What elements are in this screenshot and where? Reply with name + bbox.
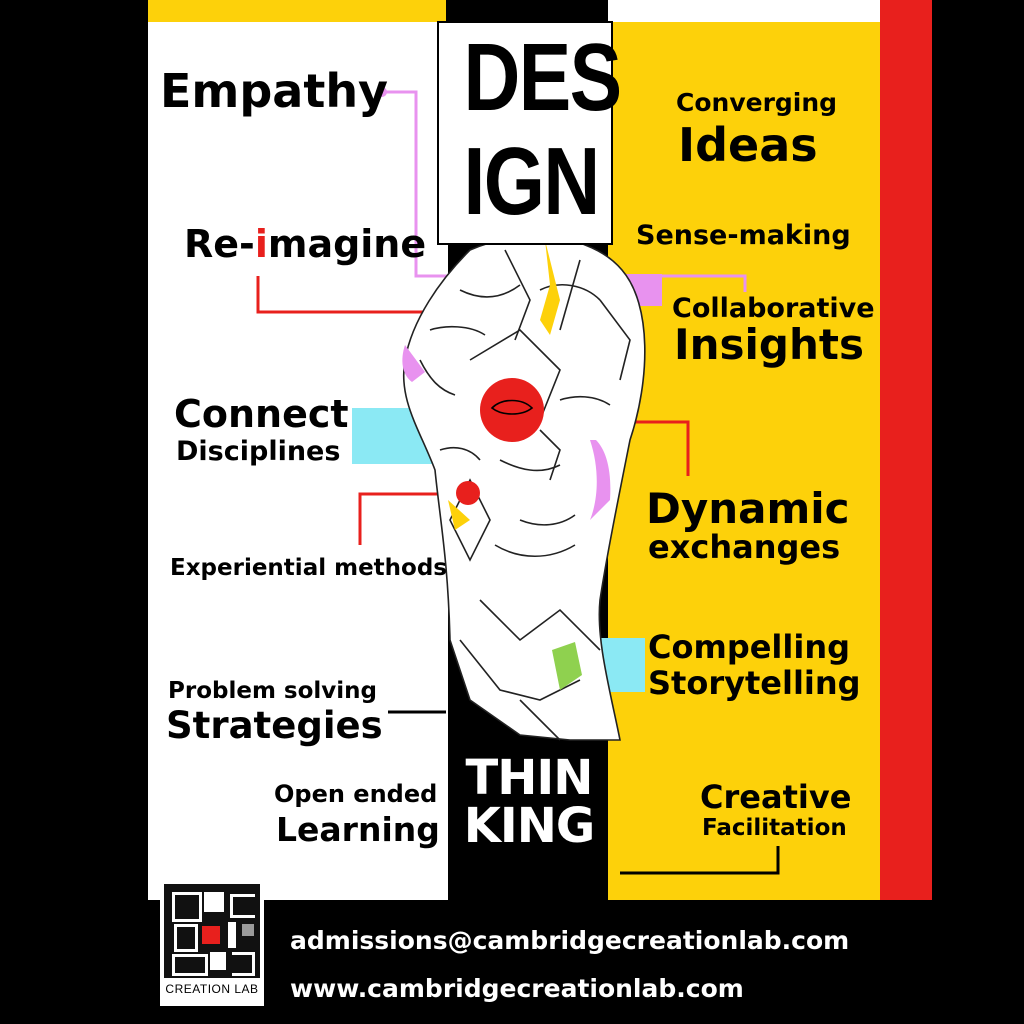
thinking-title-line1: THIN	[465, 750, 594, 806]
cambridge-logo-icon	[164, 884, 260, 978]
label-experiential-methods: Experiential methods	[170, 555, 447, 581]
empathy-connector	[384, 90, 747, 292]
contact-website[interactable]: www.cambridgecreationlab.com	[290, 974, 744, 1003]
empathy-connector-dot	[377, 87, 387, 97]
label-facilitation: Facilitation	[702, 815, 847, 841]
label-converging: Converging	[676, 88, 838, 117]
thinking-title-line2: KING	[463, 798, 596, 854]
top-yellow-strip	[148, 0, 446, 22]
label-creative: Creative	[700, 778, 852, 816]
design-title-line2: IGN	[463, 128, 601, 235]
facilitation-connector	[620, 846, 780, 875]
top-white-strip	[608, 0, 880, 22]
pink-lip-accent	[402, 345, 425, 382]
label-reimagine: Re-imagine	[184, 222, 427, 266]
right-red-strip	[880, 0, 932, 900]
experiential-connector	[358, 492, 468, 545]
contact-email[interactable]: admissions@cambridgecreationlab.com	[290, 926, 850, 955]
label-collaborative: Collaborative	[672, 293, 875, 324]
green-accent-shape	[552, 642, 582, 690]
right-yellow-panel	[608, 22, 880, 900]
label-open-ended: Open ended	[274, 780, 438, 808]
label-sense-making: Sense-making	[636, 220, 851, 251]
red-circle-accent-large	[480, 378, 544, 442]
label-insights: Insights	[674, 320, 864, 369]
label-ideas: Ideas	[678, 118, 818, 172]
label-strategies: Strategies	[166, 704, 383, 747]
faces-illustration	[402, 235, 646, 741]
label-empathy: Empathy	[160, 64, 389, 118]
logo-caption: CREATION LAB	[165, 982, 259, 996]
design-title-box	[437, 21, 613, 245]
yellow-accent-shape	[540, 240, 560, 335]
label-disciplines: Disciplines	[176, 436, 341, 467]
label-storytelling: Storytelling	[648, 664, 861, 702]
label-exchanges: exchanges	[648, 528, 841, 566]
label-learning: Learning	[276, 810, 440, 849]
reimagine-connector	[256, 276, 470, 314]
label-dynamic: Dynamic	[646, 484, 850, 533]
pink-cheek-accent	[590, 440, 611, 520]
label-connect: Connect	[174, 392, 349, 436]
red-circle-accent-small	[456, 481, 480, 505]
cambridge-logo: CREATION LAB	[160, 880, 264, 1006]
label-problem-solving: Problem solving	[168, 678, 378, 704]
design-title-line1: DES	[463, 24, 623, 131]
label-compelling: Compelling	[648, 628, 851, 666]
